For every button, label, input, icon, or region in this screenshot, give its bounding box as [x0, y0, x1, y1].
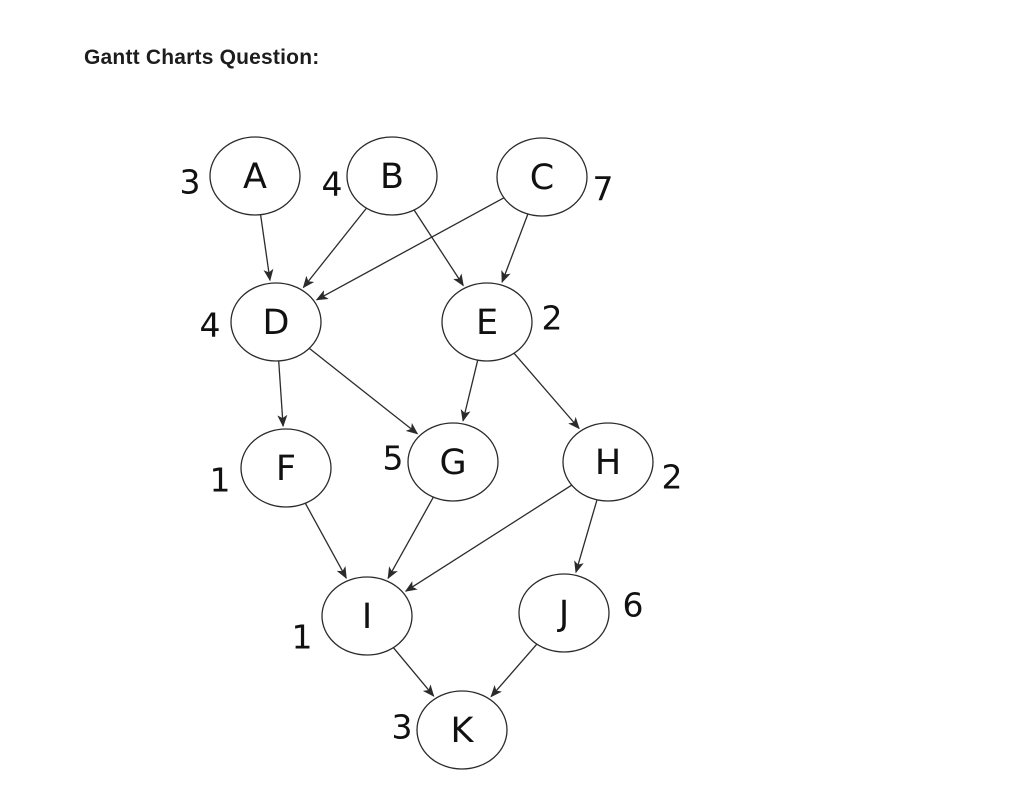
node-weight: 1 [292, 618, 313, 657]
node-circle [230, 282, 322, 362]
edge-C-D [315, 197, 505, 301]
node-weight: 2 [662, 458, 683, 497]
node-weight: 5 [383, 439, 404, 478]
node-weight: 4 [200, 306, 221, 345]
node-label: K [451, 711, 475, 751]
node-label: I [362, 597, 372, 637]
node-A: A3 [180, 136, 301, 216]
edge-C-E [501, 213, 529, 284]
edge-B-E [413, 209, 464, 287]
node-circle [321, 576, 413, 656]
node-F: F1 [210, 428, 332, 508]
node-B: B4 [322, 136, 438, 216]
node-circle [416, 690, 508, 770]
node-circle [346, 136, 438, 216]
node-weight: 2 [542, 299, 563, 338]
edge-E-H [513, 352, 580, 430]
node-circle [562, 422, 654, 502]
edge-H-J [574, 499, 598, 574]
node-K: K3 [392, 690, 508, 770]
edge-B-D [302, 207, 368, 289]
node-I: I1 [292, 576, 413, 657]
node-circle [407, 422, 499, 502]
edge-D-F [277, 360, 288, 428]
edge-G-I [387, 496, 434, 580]
node-label: B [380, 157, 404, 197]
node-circle [240, 428, 332, 508]
node-weight: 1 [210, 461, 231, 500]
node-label: F [276, 449, 296, 489]
page-title: Gantt Charts Question: [84, 46, 320, 69]
node-circle [496, 137, 588, 217]
node-label: A [243, 157, 267, 197]
node-weight: 3 [392, 708, 413, 747]
edge-H-I [404, 484, 573, 592]
node-D: D4 [200, 282, 322, 362]
edge-F-I [304, 502, 347, 579]
node-label: H [595, 443, 621, 483]
node-label: D [263, 303, 290, 343]
edge-D-G [308, 347, 419, 435]
edge-J-K [490, 643, 538, 698]
node-weight: 3 [180, 163, 201, 202]
node-weight: 4 [322, 165, 343, 204]
node-label: G [439, 443, 466, 483]
node-label: J [557, 594, 569, 634]
node-label: C [530, 158, 554, 198]
node-weight: 7 [593, 170, 614, 209]
node-G: G5 [383, 422, 499, 502]
node-circle [441, 282, 533, 362]
edge-A-D [259, 214, 274, 282]
node-label: E [476, 303, 498, 343]
node-circle [518, 573, 610, 653]
edge-I-K [392, 647, 435, 697]
node-circle [209, 136, 301, 216]
edge-E-G [460, 360, 479, 422]
node-weight: 6 [623, 586, 644, 625]
